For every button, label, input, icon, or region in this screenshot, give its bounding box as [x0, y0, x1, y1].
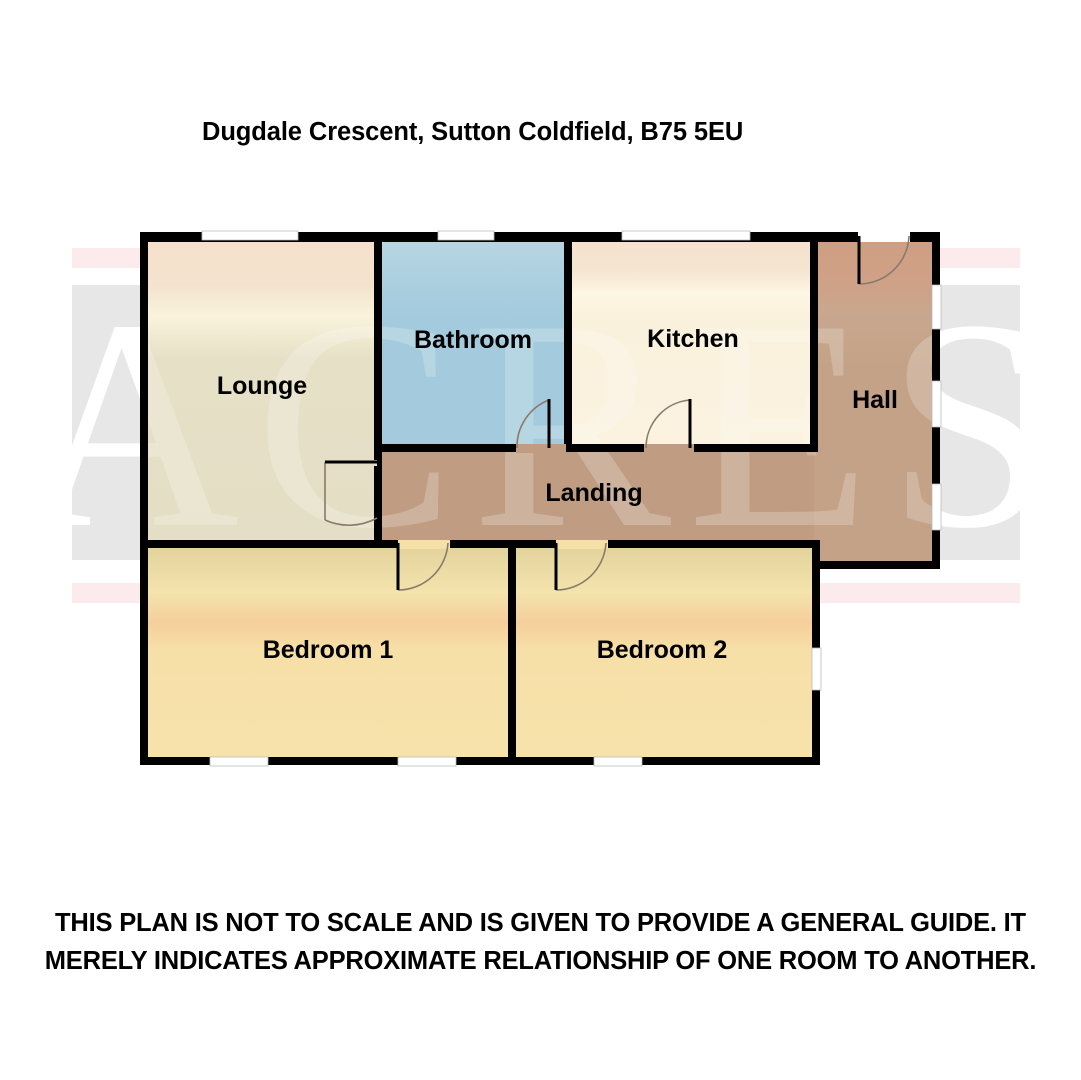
room-fill-bedroom-2: [512, 546, 814, 757]
room-label-hall: Hall: [852, 386, 898, 414]
room-label-landing: Landing: [545, 479, 642, 507]
wall-lounge-bathroom: [374, 238, 382, 540]
room-label-bathroom: Bathroom: [414, 326, 532, 354]
wall-hall-bottom: [812, 561, 940, 569]
windows: [201, 230, 942, 767]
window-bedroom-2-right: [811, 647, 822, 691]
svg-text:ACRES: ACRES: [23, 258, 1070, 590]
door-swings: [324, 235, 910, 591]
window-bottom-bedroom-2: [593, 756, 643, 767]
wall-top-outer: [140, 232, 940, 242]
wall-left-upper: [140, 232, 148, 546]
window-top-bathroom: [437, 230, 495, 241]
watermark-overlay: ACRES: [23, 258, 1070, 590]
door-gap-kitchen: [644, 444, 694, 453]
room-label-lounge: Lounge: [217, 372, 307, 400]
door-lounge: [324, 462, 378, 526]
window-top-kitchen: [621, 230, 751, 241]
window-top-lounge: [201, 230, 299, 241]
room-fill-landing: [378, 452, 814, 540]
window-hall-upper: [931, 284, 942, 330]
wall-bathroom-kitchen: [564, 238, 572, 452]
disclaimer-text: THIS PLAN IS NOT TO SCALE AND IS GIVEN T…: [44, 909, 1037, 975]
room-label-bedroom-1: Bedroom 1: [263, 636, 394, 664]
window-hall-middle: [931, 380, 942, 428]
room-fill-bathroom: [378, 238, 568, 448]
window-hall-lower: [931, 483, 942, 531]
room-labels: Lounge Bathroom Kitchen Hall Landing Bed…: [217, 325, 898, 664]
wall-kitchen-hall: [810, 238, 818, 452]
room-fill-lounge: [146, 238, 378, 540]
wall-bedroom-divider: [508, 546, 516, 761]
window-bottom-bedroom-1a: [209, 756, 269, 767]
door-gap-bedroom-1: [398, 540, 450, 549]
room-fills: [146, 238, 936, 757]
room-label-bedroom-2: Bedroom 2: [597, 636, 728, 664]
room-fill-hall: [814, 238, 936, 567]
wall-bottom-outer: [140, 757, 820, 765]
door-gap-hall-entrance: [858, 232, 910, 242]
door-gap-bathroom: [516, 444, 566, 453]
wall-landing-top: [374, 444, 818, 452]
window-bottom-bedroom-1b: [397, 756, 457, 767]
page-title: Dugdale Crescent, Sutton Coldfield, B75 …: [202, 118, 744, 146]
room-fill-bedroom-1: [146, 546, 512, 757]
door-gap-bedroom-2: [556, 540, 608, 549]
wall-left-bedrooms: [140, 540, 148, 765]
wall-bedroom-top: [140, 540, 816, 548]
room-label-kitchen: Kitchen: [647, 325, 739, 353]
